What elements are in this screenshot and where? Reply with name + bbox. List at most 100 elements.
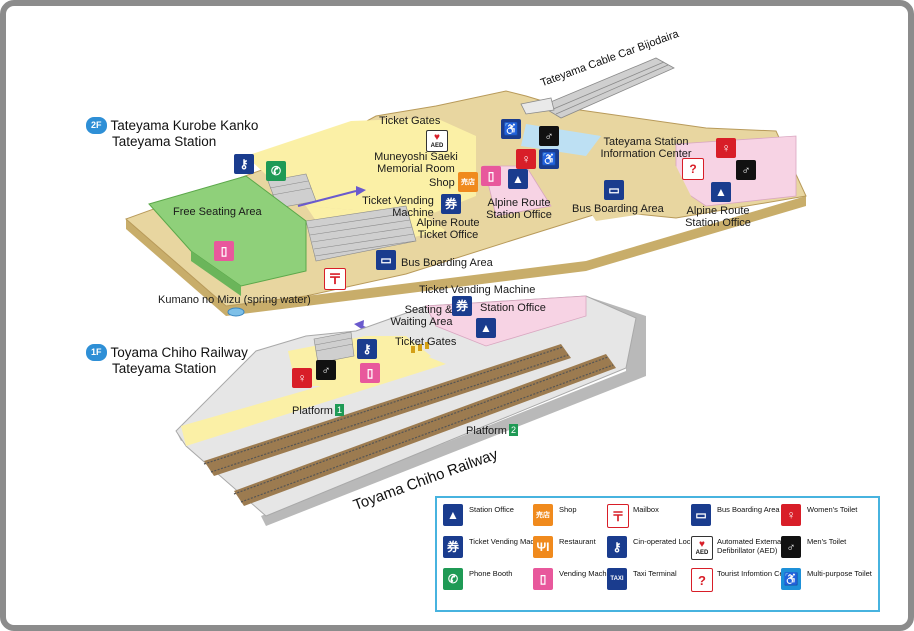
bus-icon: ▭ [691,504,711,526]
vending-icon: ▯ [533,568,553,590]
seating-line2: Waiting Area [390,316,453,328]
alpine-so-right-label: Alpine Route Station Office [678,205,758,229]
legend-label: Phone Booth [469,569,513,578]
ticket-vending-icon-2: 券 [452,296,472,316]
mens-toilet-icon: ♂ [781,536,801,558]
seating-line1: Seating & [404,304,453,316]
aed-icon: ♥AED [426,130,448,152]
station-office-icon: ▲ [443,504,463,526]
legend-label: Automated External Defibrillator (AED) [717,537,783,555]
legend-item: 券 Ticket Vending Machine [443,534,553,562]
phone-icon: ✆ [266,161,286,181]
info-center-icon: ? [691,568,713,592]
ticket-gates-2f-label: Ticket Gates [379,115,441,127]
alpine-to-line1: Alpine Route [416,217,480,229]
station-map-drawing [125,57,807,526]
station-office-icon: ▲ [508,169,528,189]
legend-label: Ticket Vending Machine [469,537,549,546]
legend-item: TAXI Taxi Terminal [607,566,717,594]
map-legend: ▲ Station Office 売店 Shop 〒 Mailbox ▭ Bus… [435,496,880,612]
station-office-1f-label: Station Office [480,302,546,314]
legend-label: Restaurant [559,537,596,546]
kumano-label: Kumano no Mizu (spring water) [158,294,311,306]
info-center-icon: ? [682,158,704,180]
locker-icon: ⚷ [607,536,627,558]
station-office-icon-3: ▲ [476,318,496,338]
locker-icon-2: ⚷ [357,339,377,359]
legend-item: ? Tourist Infomtion Center [691,566,801,594]
legend-item: ♿ Multi-purpose Toilet [781,566,891,594]
legend-item: ✆ Phone Booth [443,566,553,594]
legend-item: ▯ Vending Machine [533,566,643,594]
aed-icon-text: AED [430,143,444,149]
ticket-gates-1f [411,342,429,353]
legend-item: 売店 Shop [533,502,643,530]
taxi-icon: TAXI [607,568,627,590]
track-1 [203,344,571,476]
vending-icon-2: ▯ [214,241,234,261]
legend-label: Tourist Infomtion Center [717,569,797,578]
spring-water-marker [227,307,245,317]
accessible-toilet-icon: ♿ [501,119,521,139]
track-2 [233,354,616,506]
legend-label: Taxi Terminal [633,569,677,578]
seating-waiting-label: Seating & Waiting Area [384,304,459,328]
shop-icon: 売店 [533,504,553,526]
stairs-2f [305,205,417,262]
alpine-so-right-line2: Station Office [685,217,751,229]
legend-label: Mailbox [633,505,659,514]
restaurant-icon: ΨI [533,536,553,558]
floor-2f-badge: 2F [86,117,107,134]
vending-icon: ▯ [481,166,501,186]
platform-2-number: 2 [508,424,518,436]
bus-icon: ▭ [604,180,624,200]
legend-label: Men's Toilet [807,537,847,546]
legend-item: ♀ Women's Toilet [781,502,891,530]
platform-1-number: 1 [334,404,344,416]
bus-area-right [566,166,696,221]
womens-toilet-icon: ♀ [516,149,536,169]
ticket-vending-icon: 券 [443,536,463,558]
legend-label: Bus Boarding Area [717,505,780,514]
platform-1-text: Platform [292,405,333,417]
ticket-gates-1f-label: Ticket Gates [395,336,457,348]
alpine-so-line2: Station Office [486,209,552,221]
legend-item: ⚷ Cin-operated Locker [607,534,717,562]
legend-item: 〒 Mailbox [607,502,717,530]
alpine-ticket-office-label: Alpine Route Ticket Office [408,217,488,241]
mailbox-icon: 〒 [324,268,346,290]
legend-label: Station Office [469,505,514,514]
legend-item: ♂ Men's Toilet [781,534,891,562]
platform-2-text: Platform [466,425,507,437]
bus-icon-2: ▭ [376,250,396,270]
info-center-label: Tateyama Station Information Center [591,136,701,160]
accessible-toilet-icon-2: ♿ [539,149,559,169]
floor-1f-badge: 1F [86,344,107,361]
legend-item: ▲ Station Office [443,502,553,530]
floor-2f-title-line2: Tateyama Station [112,134,217,149]
womens-toilet-icon: ♀ [781,504,801,526]
alpine-so-line1: Alpine Route [487,197,551,209]
legend-label: Cin-operated Locker [633,537,701,546]
legend-item: ▭ Bus Boarding Area [691,502,801,530]
legend-item: ♥AED Automated External Defibrillator (A… [691,534,801,562]
floor-2f-title-line1: Tateyama Kurobe Kanko [110,118,259,133]
bus-boarding-right-label: Bus Boarding Area [572,203,664,215]
info-center-line1: Tateyama Station [603,136,689,148]
alpine-so-right-line1: Alpine Route [686,205,750,217]
info-center-line2: Information Center [600,148,692,160]
station-office-icon-2: ▲ [711,182,731,202]
mens-toilet-icon: ♂ [539,126,559,146]
legend-item: ΨI Restaurant [533,534,643,562]
mailbox-icon: 〒 [607,504,629,528]
ticket-vending-icon: 券 [441,194,461,214]
legend-label: Vending Machine [559,569,617,578]
womens-toilet-icon-2: ♀ [716,138,736,158]
muneyoshi-label: Muneyoshi Saeki Memorial Room [371,151,461,175]
locker-icon: ⚷ [234,154,254,174]
bus-boarding-center-label: Bus Boarding Area [401,257,493,269]
